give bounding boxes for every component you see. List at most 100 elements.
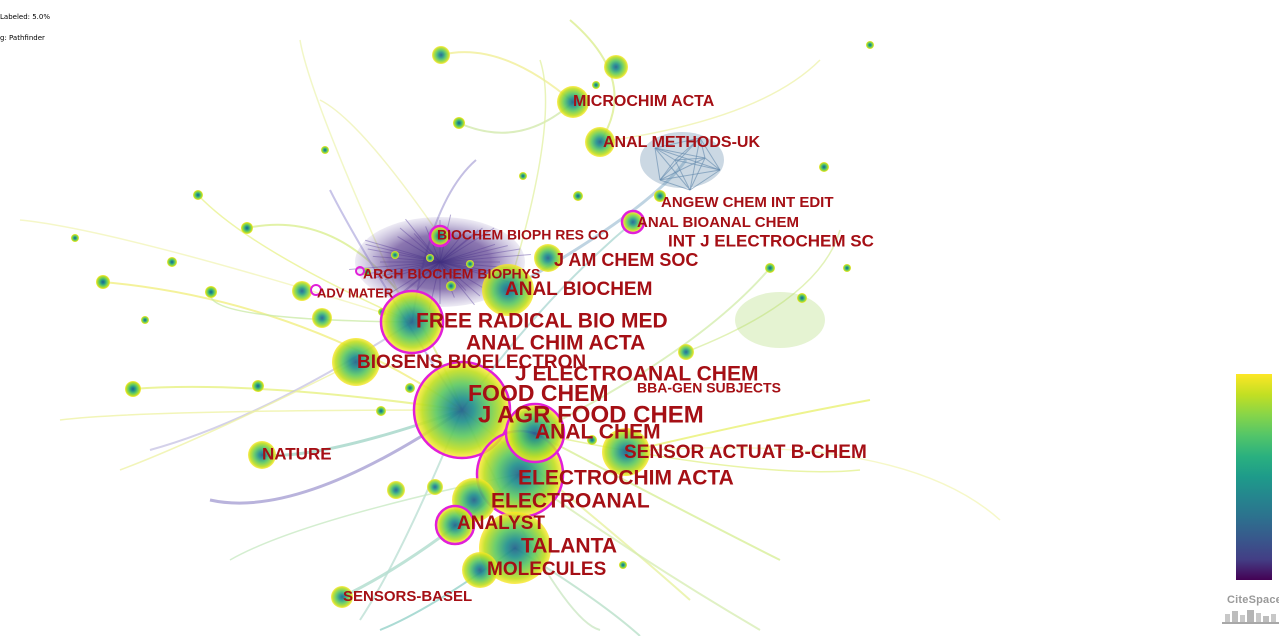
journal-node[interactable] [382, 292, 442, 352]
journal-label: ANAL BIOANAL CHEM [637, 214, 799, 231]
journal-node[interactable] [446, 281, 456, 291]
cocitation-link [689, 169, 721, 191]
cocitation-link [674, 159, 721, 171]
journal-node[interactable] [405, 383, 415, 393]
journal-node[interactable] [387, 481, 405, 499]
journal-node[interactable] [391, 251, 399, 259]
journal-label: MICROCHIM ACTA [573, 93, 715, 110]
journal-node[interactable] [819, 162, 829, 172]
journal-node[interactable] [482, 264, 534, 316]
cocitation-link [534, 267, 771, 434]
burst-ring [379, 289, 445, 355]
burst-ring [620, 209, 646, 235]
cocitation-link [197, 194, 413, 323]
journal-node[interactable] [765, 263, 775, 273]
green-cluster [735, 292, 825, 348]
journal-node[interactable] [248, 441, 276, 469]
journal-node[interactable] [592, 81, 600, 89]
journal-node[interactable] [415, 363, 509, 457]
cocitation-link [19, 219, 413, 323]
journal-label: J AM CHEM SOC [554, 250, 698, 270]
journal-label: J AGR FOOD CHEM [478, 401, 704, 428]
cocitation-link [659, 157, 706, 181]
journal-node[interactable] [241, 222, 253, 234]
cocitation-link [654, 137, 701, 149]
network-summary: Labeled: 5.0% g: Pathfinder [0, 0, 50, 49]
journal-label: FOOD CHEM [468, 380, 609, 406]
cocitation-link [458, 101, 574, 134]
journal-node[interactable] [466, 260, 474, 268]
journal-node[interactable] [519, 172, 527, 180]
journal-node[interactable] [507, 405, 563, 461]
burst-ring [504, 402, 566, 464]
cocitation-link [654, 147, 676, 161]
journal-node[interactable] [462, 552, 498, 588]
journal-node[interactable] [602, 428, 650, 476]
journal-node[interactable] [321, 146, 329, 154]
journal-label: SENSOR ACTUAT B-CHEM [624, 442, 867, 463]
journal-label: ADV MATER [317, 285, 394, 300]
journal-node[interactable] [427, 479, 443, 495]
citespace-logo-icon [1222, 610, 1279, 624]
journal-node[interactable] [141, 316, 149, 324]
journal-node[interactable] [167, 257, 177, 267]
cocitation-link [59, 409, 463, 421]
cocitation-link [102, 281, 463, 411]
cocitation-link [440, 51, 574, 103]
journal-node[interactable] [587, 435, 597, 445]
cluster-layer [355, 132, 825, 348]
journal-node[interactable] [557, 86, 589, 118]
cocitation-link [659, 159, 676, 181]
journal-node[interactable] [585, 127, 615, 157]
journal-node[interactable] [363, 268, 371, 276]
journal-node[interactable] [534, 244, 562, 272]
journal-node[interactable] [125, 381, 141, 397]
cocitation-link [659, 179, 691, 191]
journal-label: J ELECTROANAL CHEM [515, 363, 758, 386]
journal-label: FREE RADICAL BIO MED [416, 310, 668, 333]
journal-node[interactable] [431, 227, 449, 245]
journal-node[interactable] [619, 561, 627, 569]
journal-node[interactable] [71, 234, 79, 242]
summary-labeled-line: Labeled: 5.0% [0, 13, 51, 21]
journal-node[interactable] [604, 55, 628, 79]
journal-node[interactable] [252, 380, 264, 392]
cocitation-link [674, 159, 691, 191]
purple-cluster [355, 217, 525, 307]
cocitation-link [699, 137, 721, 171]
journal-node[interactable] [866, 41, 874, 49]
journal-label: BIOSENS BIOELECTRON [357, 352, 586, 373]
journal-node[interactable] [797, 293, 807, 303]
journal-node[interactable] [453, 117, 465, 129]
label-layer: MICROCHIM ACTA ANAL METHODS-UK ANGEW CHEM … [262, 93, 874, 605]
journal-node[interactable] [437, 507, 473, 543]
journal-node[interactable] [292, 281, 312, 301]
blue-cluster [640, 132, 724, 188]
journal-node[interactable] [678, 344, 694, 360]
cocitation-link [659, 137, 701, 181]
journal-node[interactable] [193, 190, 203, 200]
journal-node[interactable] [843, 264, 851, 272]
journal-node[interactable] [623, 212, 643, 232]
journal-node[interactable] [96, 275, 110, 289]
journal-node[interactable] [376, 406, 386, 416]
burst-ring [434, 504, 476, 546]
journal-node[interactable] [331, 586, 353, 608]
cocitation-link [674, 137, 701, 161]
journal-node[interactable] [312, 308, 332, 328]
cocitation-link [659, 169, 721, 181]
journal-label: INT J ELECTROCHEM SC [668, 231, 874, 250]
journal-label: ANGEW CHEM INT EDIT [661, 194, 834, 211]
journal-node[interactable] [205, 286, 217, 298]
cocitation-link [689, 157, 706, 191]
cocitation-link [654, 147, 691, 191]
journal-node[interactable] [432, 46, 450, 64]
journal-node[interactable] [654, 190, 666, 202]
journal-label: ANAL METHODS-UK [603, 134, 760, 151]
journal-node[interactable] [573, 191, 583, 201]
journal-node[interactable] [426, 254, 434, 262]
cocitation-link [704, 157, 721, 171]
journal-node[interactable] [332, 338, 380, 386]
burst-ring [412, 360, 512, 460]
